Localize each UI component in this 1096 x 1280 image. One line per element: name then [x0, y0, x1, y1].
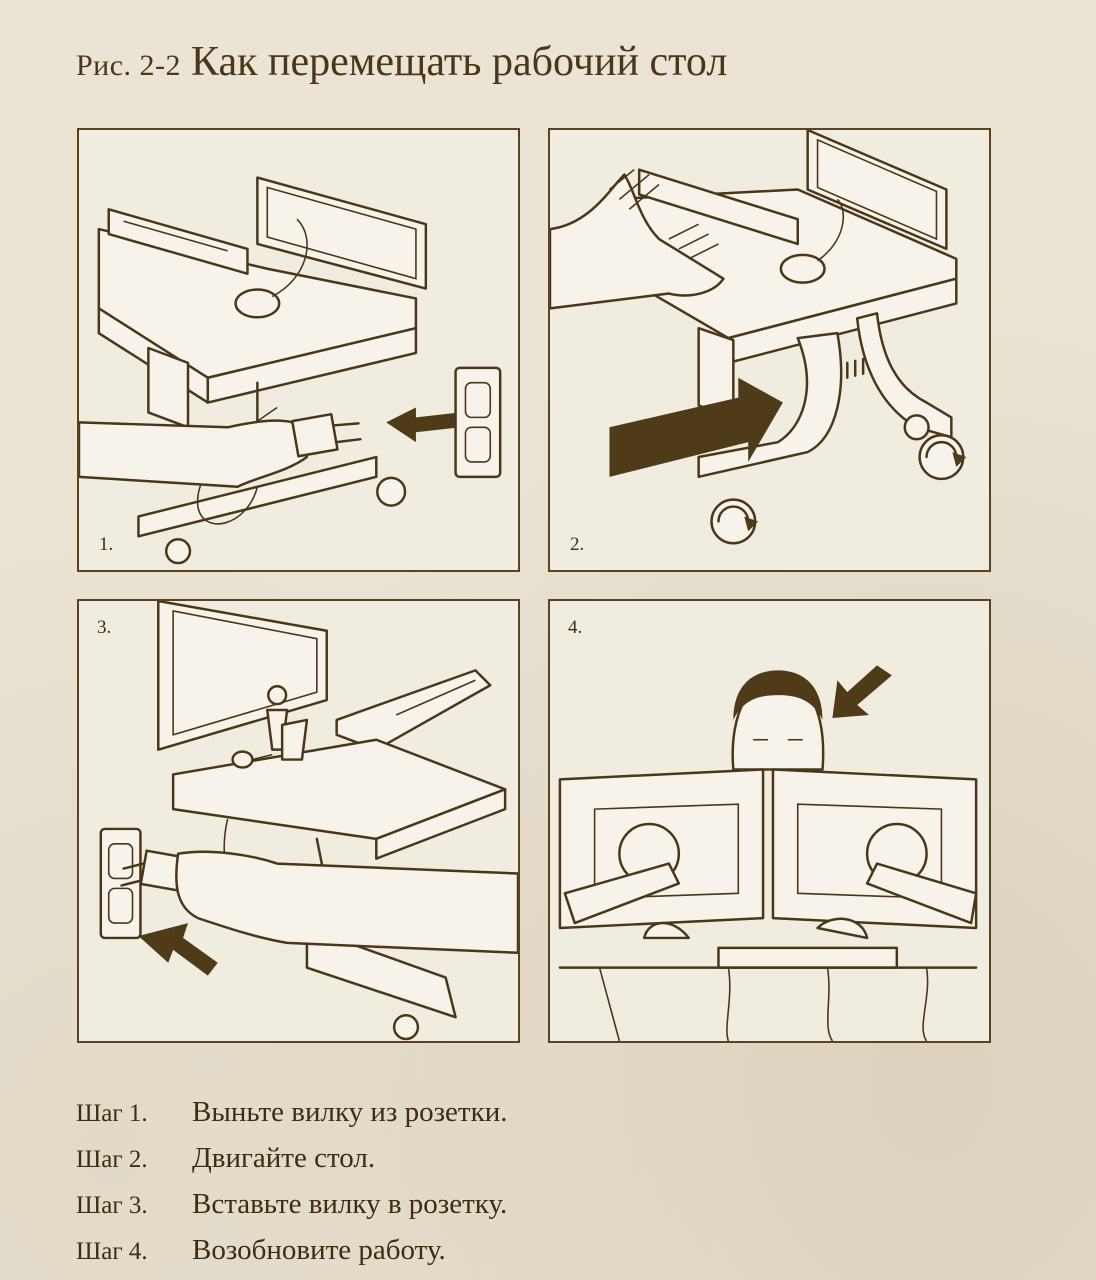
- unplug-illustration: [79, 176, 502, 565]
- move-desk-illustration: [550, 130, 967, 545]
- step-item: Шаг 2. Двигайте стол.: [76, 1142, 507, 1188]
- step-label: Шаг 4.: [76, 1238, 148, 1265]
- panel-step-2: 2.: [548, 128, 991, 572]
- step-text: Двигайте стол.: [192, 1142, 376, 1174]
- step-label: Шаг 2.: [76, 1146, 148, 1173]
- step-label: Шаг 3.: [76, 1192, 148, 1219]
- step-item: Шаг 1. Выньте вилку из розетки.: [76, 1096, 507, 1142]
- panel-step-4: 4.: [548, 599, 991, 1043]
- figure-number: Рис. 2-2: [76, 49, 182, 82]
- panel-number: 4.: [568, 617, 583, 638]
- step-text: Выньте вилку из розетки.: [192, 1096, 508, 1128]
- figure-caption: Как перемещать рабочий стол: [191, 39, 728, 85]
- panel-step-1: 1.: [77, 128, 520, 572]
- step-item: Шаг 4. Возобновите работу.: [76, 1234, 507, 1280]
- panel-number: 3.: [97, 617, 112, 638]
- plug-in-illustration: [99, 601, 518, 1041]
- steps-list: Шаг 1. Выньте вилку из розетки. Шаг 2. Дви…: [76, 1096, 507, 1280]
- step-text: Вставьте вилку в розетку.: [192, 1188, 508, 1220]
- figure-title: Рис. 2-2 Как перемещать рабочий стол: [76, 38, 727, 86]
- step-text: Возобновите работу.: [192, 1234, 446, 1266]
- step-label: Шаг 1.: [76, 1100, 148, 1127]
- panel-number: 2.: [570, 534, 585, 555]
- resume-work-illustration: [558, 665, 978, 1041]
- panel-step-3: 3.: [77, 599, 520, 1043]
- panel-number: 1.: [99, 534, 114, 555]
- step-item: Шаг 3. Вставьте вилку в розетку.: [76, 1188, 507, 1234]
